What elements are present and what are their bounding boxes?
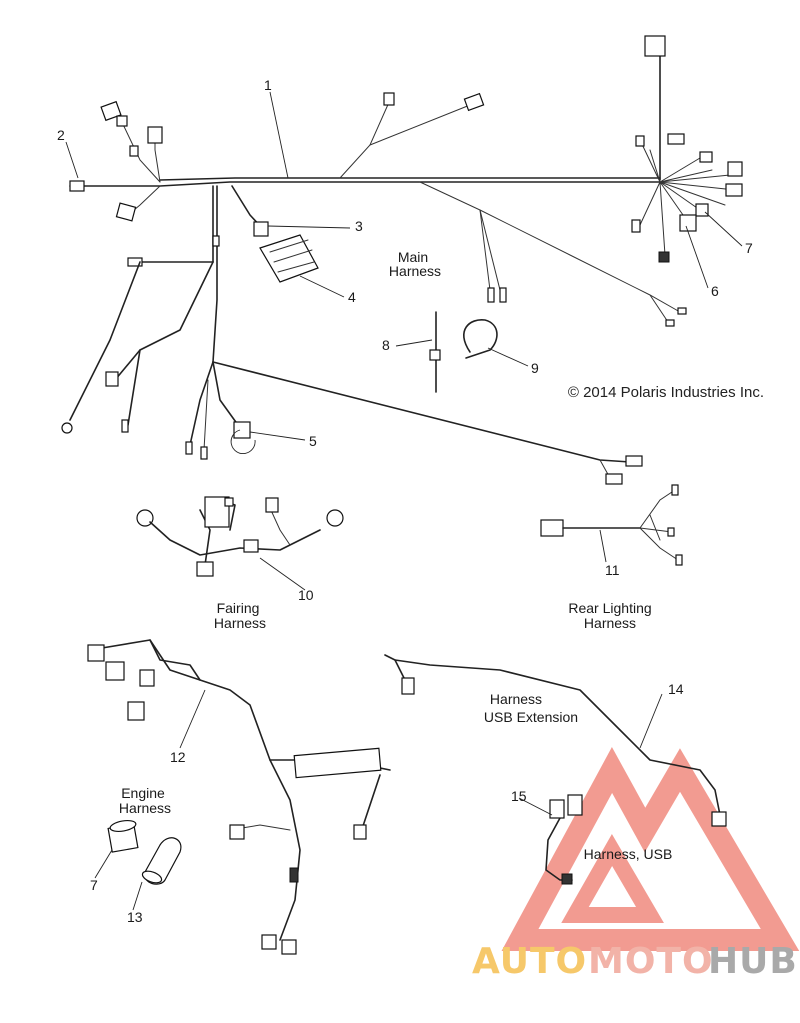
watermark-auto: AUTO [472,941,587,982]
harness-labels: Main Harness Fairing Harness Rear Lighti… [119,249,764,862]
callout-4: 4 [348,289,356,305]
callout-8: 8 [382,337,390,353]
watermark-logo [501,747,800,951]
watermark-hub: HUB [708,941,798,982]
callout-numbers: 1 2 3 4 5 6 7 8 9 10 11 12 14 15 7 13 [57,77,753,925]
callout-11: 11 [605,562,620,578]
callout-12: 12 [170,749,186,765]
rear-lighting-harness [540,484,683,566]
usb-harness [545,794,583,885]
callout-7b: 7 [90,877,98,893]
leader-lines [65,91,743,911]
callout-9: 9 [531,360,539,376]
engine-harness [87,639,391,955]
watermark-moto: MOTO [588,941,714,982]
wire-clip-and-tie [429,311,498,393]
fairing-harness-label-2: Harness [214,615,266,631]
engine-harness-accessories [107,819,182,885]
main-harness [61,35,743,485]
usb-extension-label-2: USB Extension [484,709,578,725]
callout-2: 2 [57,127,65,143]
engine-harness-label-2: Harness [119,800,171,816]
fairing-harness [136,496,344,577]
main-harness-label-1: Main [398,249,428,265]
callout-13: 13 [127,909,143,925]
callout-15: 15 [511,788,527,804]
rear-lighting-label-2: Harness [584,615,636,631]
callout-10: 10 [298,587,314,603]
callout-3: 3 [355,218,363,234]
watermark-text: AUTO MOTO HUB [472,941,798,982]
fairing-harness-label-1: Fairing [217,600,260,616]
copyright-notice: © 2014 Polaris Industries Inc. [568,384,764,401]
callout-5: 5 [309,433,317,449]
engine-harness-label-1: Engine [121,785,165,801]
rear-lighting-label-1: Rear Lighting [568,600,651,616]
usb-extension-harness [384,654,727,827]
usb-harness-label: Harness, USB [584,846,673,862]
callout-6: 6 [711,283,719,299]
callout-1: 1 [264,77,272,93]
callout-7: 7 [745,240,753,256]
usb-extension-label-1: Harness [490,691,542,707]
callout-14: 14 [668,681,684,697]
main-harness-label-2: Harness [389,263,441,279]
